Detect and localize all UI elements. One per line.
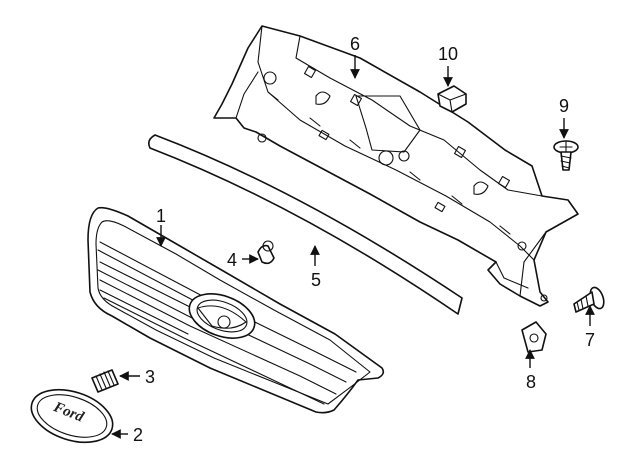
nut-clip-part	[521, 321, 547, 353]
callout-1-label: 1	[156, 206, 166, 226]
seal-strip-part	[148, 134, 463, 315]
clip-part	[437, 85, 467, 113]
callout-3-label: 3	[145, 367, 155, 387]
callout-8-label: 8	[526, 372, 536, 392]
callout-10-label: 10	[438, 44, 458, 64]
emblem-stud-part	[91, 369, 119, 393]
callout-6-label: 6	[350, 34, 360, 54]
screw-9-part	[553, 140, 579, 171]
retainer-part	[257, 240, 275, 265]
callout-2-label: 2	[133, 425, 143, 445]
callout-4-label: 4	[227, 250, 237, 270]
grille-part	[87, 206, 385, 414]
screw-7-part	[573, 286, 605, 313]
mounting-panel-part	[213, 25, 579, 307]
callout-9-label: 9	[559, 96, 569, 116]
emblem-part: Ford	[30, 388, 114, 444]
callout-5-label: 5	[311, 270, 321, 290]
callout-7-label: 7	[585, 330, 595, 350]
